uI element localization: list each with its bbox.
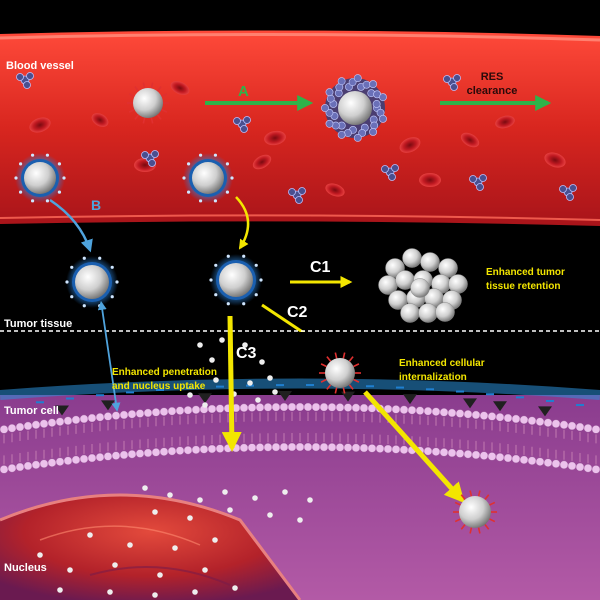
protein-corona-nanoparticle (321, 74, 387, 142)
stealth-nanoparticle-tissue-left (65, 256, 119, 308)
pathway-c2-label: C2 (287, 304, 308, 321)
cytoplasm-nanoparticle (453, 490, 497, 534)
penetration-double-arrow (97, 300, 121, 412)
tumor-tissue-label: Tumor tissue (4, 318, 72, 330)
nucleus (0, 493, 302, 600)
stealth-nanoparticle-tissue-right (209, 254, 263, 306)
pathway-c3-arrow (221, 315, 242, 452)
blood-vessel-label: Blood vessel (6, 60, 74, 72)
stealth-nanoparticle-vessel-right (182, 153, 234, 203)
internalizing-nanoparticle (319, 352, 361, 394)
red-blood-cells (29, 81, 566, 197)
extravasation-arrow (235, 196, 250, 250)
internalization-annotation-line2: internalization (399, 372, 467, 383)
retention-annotation-line1: Enhanced tumor (486, 267, 565, 278)
cell-membrane (0, 384, 600, 474)
stealth-nanoparticle-vessel-left (14, 153, 66, 203)
internalization-annotation-line1: Enhanced cellular (399, 358, 485, 369)
penetration-annotation-line2: and nucleus uptake (112, 381, 206, 392)
penetration-annotation-line1: Enhanced penetration (112, 367, 217, 378)
bare-nanoparticle (127, 82, 169, 124)
pathway-b-arrow (49, 198, 93, 253)
internalization-arrow (363, 390, 465, 503)
pathway-c3-label: C3 (236, 345, 257, 362)
res-clearance-label-line1: RES (481, 71, 504, 83)
res-clearance-label-line2: clearance (467, 85, 518, 97)
pathway-a-label: A (238, 83, 249, 100)
pathway-c1-label: C1 (310, 259, 331, 276)
retention-annotation-line2: tissue retention (486, 281, 560, 292)
aggregated-nanoparticle-cluster (378, 248, 468, 323)
small-nanoparticles (37, 337, 313, 598)
tumor-cell-label: Tumor cell (4, 405, 59, 417)
nucleus-label: Nucleus (4, 562, 47, 574)
pathway-b-label: B (91, 197, 101, 213)
serum-proteins (16, 72, 577, 204)
